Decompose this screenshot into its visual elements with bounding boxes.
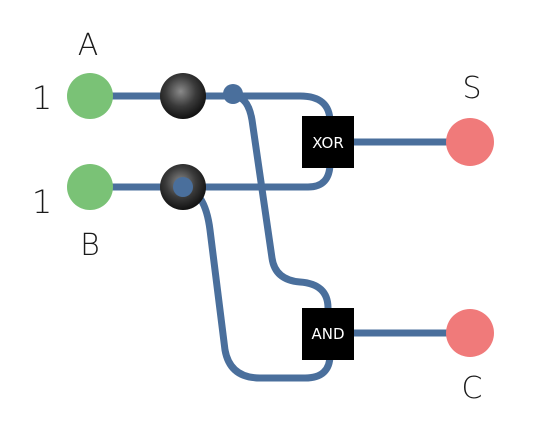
wire-a-to-and	[229, 92, 332, 312]
input-b-value: 1	[32, 183, 52, 221]
wire-a-to-xor	[86, 92, 334, 134]
input-a-label: A	[78, 28, 99, 63]
and-gate	[302, 308, 354, 360]
xor-gate	[302, 116, 354, 168]
junction-dot-a	[223, 84, 243, 104]
output-node-c	[446, 309, 494, 357]
junction-ball-a	[160, 73, 206, 119]
xor-gate-label: XOR	[312, 134, 344, 152]
wire-b-to-xor	[86, 151, 334, 191]
output-s-label: S	[462, 71, 481, 106]
wire-b-to-and	[179, 183, 334, 382]
input-node-a[interactable]	[67, 73, 113, 119]
output-c-label: C	[462, 371, 483, 406]
input-a-value: 1	[32, 79, 52, 117]
wires	[86, 92, 472, 382]
and-gate-label: AND	[311, 325, 344, 343]
input-node-b[interactable]	[67, 164, 113, 210]
junction-dot-b	[173, 177, 193, 197]
input-b-label: B	[80, 228, 100, 263]
output-node-s	[446, 118, 494, 166]
